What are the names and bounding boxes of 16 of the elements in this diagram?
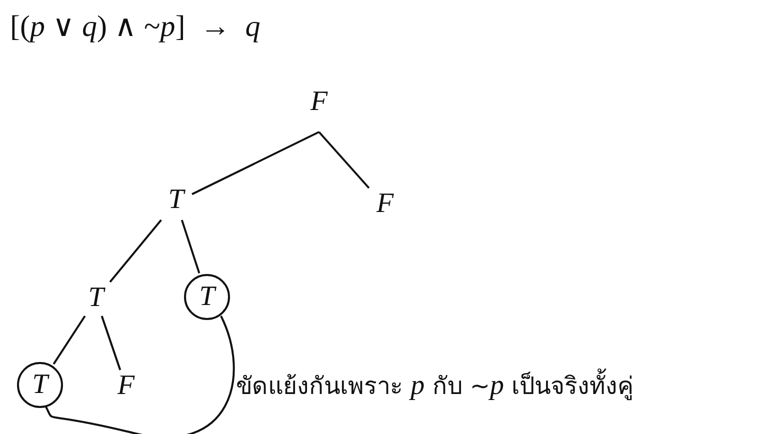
tree-branch-line bbox=[180, 220, 200, 274]
tree-branch-line bbox=[100, 316, 122, 370]
truth-value: T bbox=[160, 184, 192, 220]
note-text: ขัดแย้งกันเพราะ p กับ ~p เป็นจริงทั้งคู่ bbox=[236, 368, 634, 403]
logic-formula: [(p ∨ q) ∧ ~p] → q bbox=[10, 9, 260, 44]
tree-branch-line bbox=[52, 315, 86, 365]
tree-branch-line bbox=[318, 131, 370, 189]
circled-truth-value: T bbox=[17, 362, 63, 408]
truth-value: T bbox=[80, 282, 112, 316]
truth-value: F bbox=[368, 188, 402, 224]
tree-branch-line bbox=[109, 219, 162, 283]
truth-value: F bbox=[302, 86, 336, 132]
circled-truth-value: T bbox=[184, 274, 230, 320]
connecting-curve bbox=[45, 316, 235, 434]
truth-value: F bbox=[110, 370, 142, 404]
tree-branch-line bbox=[192, 131, 320, 196]
